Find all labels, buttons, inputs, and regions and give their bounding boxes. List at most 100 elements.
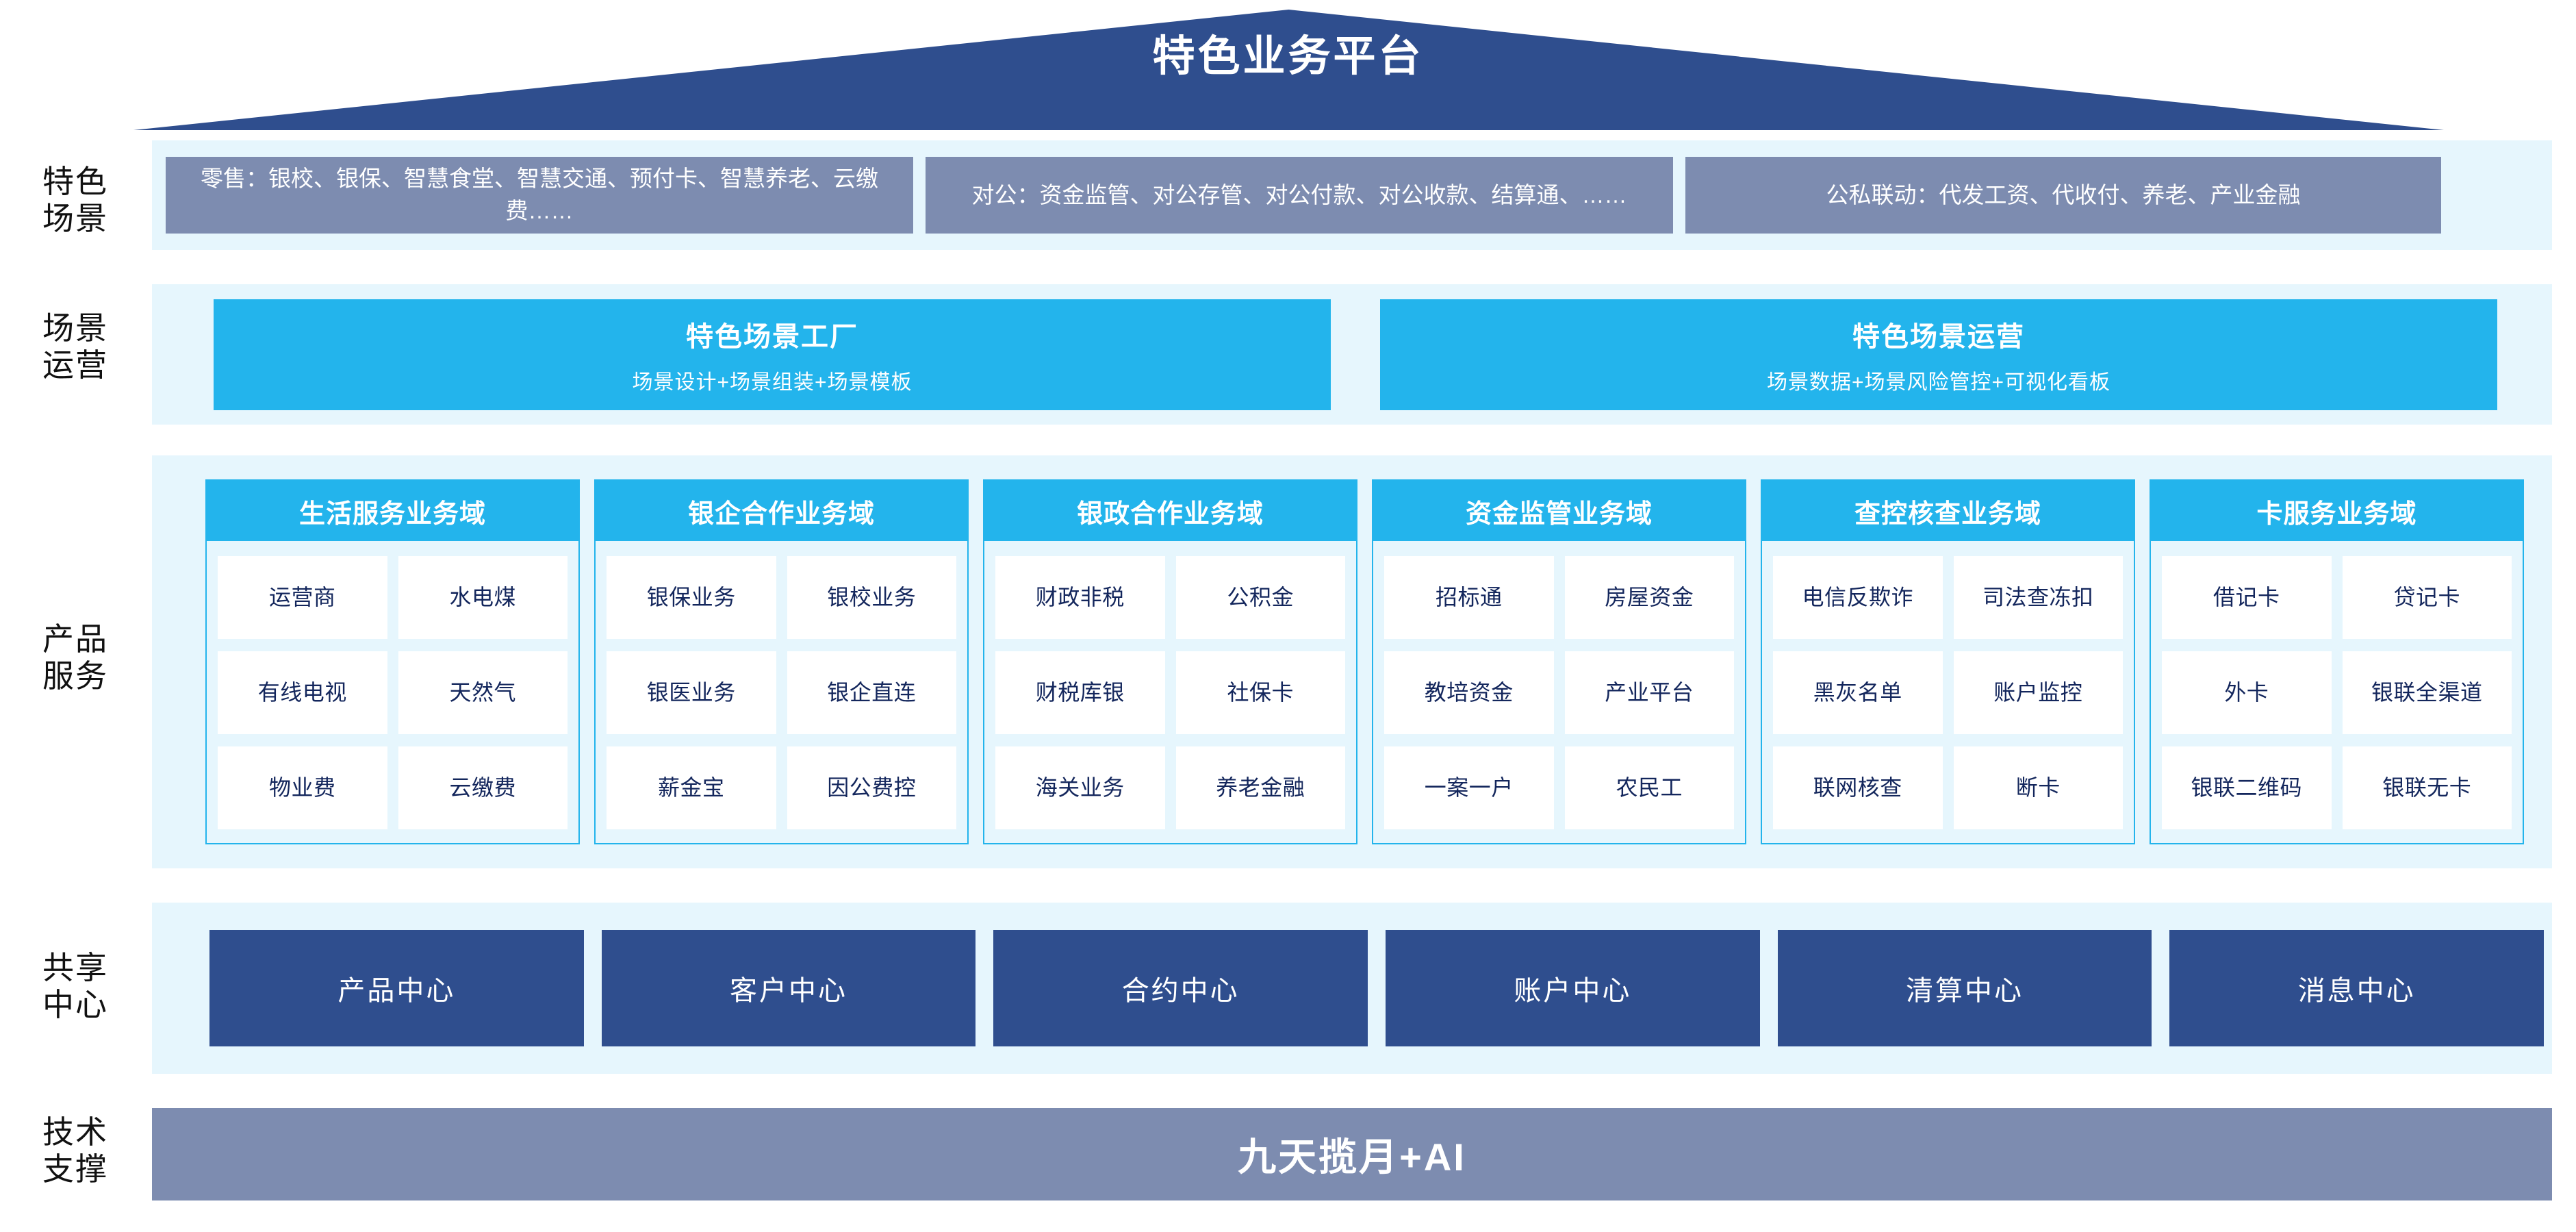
domain-body-bank-government: 财政非税 公积金 财税库银 社保卡 海关业务 养老金融 — [984, 541, 1356, 843]
domain-line: 物业费 云缴费 — [218, 746, 568, 829]
sidebar-label-scenario: 特色 场景 — [7, 163, 144, 238]
sidebar-label-scenario-line2: 场景 — [42, 201, 108, 237]
sidebar-label-product-line2: 服务 — [42, 658, 108, 694]
domain-cell[interactable]: 银保业务 — [607, 556, 776, 639]
operation-title-scene-factory: 特色场景工厂 — [686, 322, 858, 352]
domain-cell[interactable]: 财税库银 — [995, 651, 1165, 734]
sidebar-label-shared-line1: 共享 — [42, 950, 108, 985]
domain-body-life-service: 运营商 水电煤 有线电视 天然气 物业费 云缴费 — [207, 541, 578, 843]
operation-subtitle-scene-factory: 场景设计+场景组装+场景模板 — [632, 371, 913, 394]
domain-line: 运营商 水电煤 — [218, 556, 568, 639]
page-title: 特色业务平台 — [1152, 33, 1424, 80]
domain-cell[interactable]: 有线电视 — [218, 651, 387, 734]
domain-title-life-service: 生活服务业务域 — [207, 481, 578, 541]
tech-support-label: 九天揽月+AI — [1238, 1135, 1466, 1179]
domain-line: 银联二维码 银联无卡 — [2162, 746, 2512, 829]
domain-cell[interactable]: 黑灰名单 — [1773, 651, 1943, 734]
domain-cell[interactable]: 水电煤 — [398, 556, 568, 639]
shared-center-message[interactable]: 消息中心 — [2169, 930, 2545, 1046]
scenario-row: 零售：银校、银保、智慧食堂、智慧交通、预付卡、智慧养老、云缴费…… 对公：资金监… — [166, 157, 2538, 234]
shared-center-customer[interactable]: 客户中心 — [601, 930, 976, 1046]
domain-cell[interactable]: 养老金融 — [1175, 746, 1345, 829]
operation-box-scene-operation[interactable]: 特色场景运营 场景数据+场景风险管控+可视化看板 — [1380, 299, 2497, 410]
domain-card-bank-enterprise[interactable]: 银企合作业务域 银保业务 银校业务 银医业务 银企直连 薪金宝 因公费控 — [594, 479, 969, 844]
domain-cell[interactable]: 公积金 — [1175, 556, 1345, 639]
operation-row: 特色场景工厂 场景设计+场景组装+场景模板 特色场景运营 场景数据+场景风险管控… — [214, 299, 2497, 410]
domain-cell[interactable]: 联网核查 — [1773, 746, 1943, 829]
domain-title-fund-supervision: 资金监管业务域 — [1373, 481, 1745, 541]
scenario-box-corporate[interactable]: 对公：资金监管、对公存管、对公付款、对公收款、结算通、…… — [926, 157, 1673, 234]
domain-cell[interactable]: 社保卡 — [1175, 651, 1345, 734]
shared-center-account[interactable]: 账户中心 — [1386, 930, 1760, 1046]
domain-cell[interactable]: 银企直连 — [787, 651, 956, 734]
domain-cell[interactable]: 产业平台 — [1564, 651, 1734, 734]
domain-line: 招标通 房屋资金 — [1384, 556, 1734, 639]
domain-cell[interactable]: 海关业务 — [995, 746, 1165, 829]
domain-line: 财政非税 公积金 — [995, 556, 1345, 639]
domain-cell[interactable]: 司法查冻扣 — [1953, 556, 2123, 639]
domain-cell[interactable]: 天然气 — [398, 651, 568, 734]
sidebar-label-tech: 技术 支撑 — [7, 1114, 144, 1188]
domain-cell[interactable]: 银联无卡 — [2342, 746, 2512, 829]
domain-cell[interactable]: 农民工 — [1564, 746, 1734, 829]
domain-line: 联网核查 断卡 — [1773, 746, 2123, 829]
domain-card-life-service[interactable]: 生活服务业务域 运营商 水电煤 有线电视 天然气 物业费 云缴费 — [205, 479, 580, 844]
domain-line: 借记卡 贷记卡 — [2162, 556, 2512, 639]
domain-cell[interactable]: 房屋资金 — [1564, 556, 1734, 639]
domain-cell[interactable]: 因公费控 — [787, 746, 956, 829]
domain-line: 有线电视 天然气 — [218, 651, 568, 734]
platform-roof: 特色业务平台 — [0, 0, 2576, 137]
domain-cell[interactable]: 物业费 — [218, 746, 387, 829]
sidebar-label-operation: 场景 运营 — [7, 310, 144, 384]
domain-card-fund-supervision[interactable]: 资金监管业务域 招标通 房屋资金 教培资金 产业平台 一案一户 农民工 — [1372, 479, 1746, 844]
domain-cell[interactable]: 借记卡 — [2162, 556, 2332, 639]
domain-cell[interactable]: 外卡 — [2162, 651, 2332, 734]
domain-line: 财税库银 社保卡 — [995, 651, 1345, 734]
domain-line: 一案一户 农民工 — [1384, 746, 1734, 829]
domain-line: 海关业务 养老金融 — [995, 746, 1345, 829]
domain-cell[interactable]: 一案一户 — [1384, 746, 1554, 829]
shared-center-clearing[interactable]: 清算中心 — [1777, 930, 2152, 1046]
domain-line: 教培资金 产业平台 — [1384, 651, 1734, 734]
domain-title-card-service: 卡服务业务域 — [2151, 481, 2523, 541]
domain-cell[interactable]: 断卡 — [1953, 746, 2123, 829]
sidebar-label-operation-line2: 运营 — [42, 347, 108, 384]
domain-cell[interactable]: 银联全渠道 — [2342, 651, 2512, 734]
domain-body-investigation: 电信反欺诈 司法查冻扣 黑灰名单 账户监控 联网核查 断卡 — [1762, 541, 2134, 843]
domain-line: 外卡 银联全渠道 — [2162, 651, 2512, 734]
domain-card-card-service[interactable]: 卡服务业务域 借记卡 贷记卡 外卡 银联全渠道 银联二维码 银联无卡 — [2150, 479, 2524, 844]
operation-title-scene-operation: 特色场景运营 — [1852, 322, 2025, 352]
domain-row: 生活服务业务域 运营商 水电煤 有线电视 天然气 物业费 云缴费 银企合作业务域… — [205, 479, 2547, 844]
shared-center-contract[interactable]: 合约中心 — [993, 930, 1368, 1046]
domain-cell[interactable]: 教培资金 — [1384, 651, 1554, 734]
domain-cell[interactable]: 电信反欺诈 — [1773, 556, 1943, 639]
domain-card-investigation[interactable]: 查控核查业务域 电信反欺诈 司法查冻扣 黑灰名单 账户监控 联网核查 断卡 — [1761, 479, 2135, 844]
operation-subtitle-scene-operation: 场景数据+场景风险管控+可视化看板 — [1766, 371, 2111, 394]
domain-line: 银医业务 银企直连 — [607, 651, 956, 734]
domain-body-fund-supervision: 招标通 房屋资金 教培资金 产业平台 一案一户 农民工 — [1373, 541, 1745, 843]
domain-cell[interactable]: 财政非税 — [995, 556, 1165, 639]
domain-body-bank-enterprise: 银保业务 银校业务 银医业务 银企直连 薪金宝 因公费控 — [596, 541, 967, 843]
domain-line: 黑灰名单 账户监控 — [1773, 651, 2123, 734]
domain-cell[interactable]: 银校业务 — [787, 556, 956, 639]
shared-center-product[interactable]: 产品中心 — [209, 930, 584, 1046]
domain-cell[interactable]: 银联二维码 — [2162, 746, 2332, 829]
domain-cell[interactable]: 薪金宝 — [607, 746, 776, 829]
scenario-box-retail[interactable]: 零售：银校、银保、智慧食堂、智慧交通、预付卡、智慧养老、云缴费…… — [166, 157, 913, 234]
domain-cell[interactable]: 银医业务 — [607, 651, 776, 734]
operation-box-scene-factory[interactable]: 特色场景工厂 场景设计+场景组装+场景模板 — [214, 299, 1331, 410]
domain-cell[interactable]: 云缴费 — [398, 746, 568, 829]
sidebar-label-scenario-line1: 特色 — [42, 164, 108, 199]
scenario-box-public-private[interactable]: 公私联动：代发工资、代收付、养老、产业金融 — [1685, 157, 2441, 234]
sidebar-label-tech-line1: 技术 — [42, 1114, 108, 1150]
domain-card-bank-government[interactable]: 银政合作业务域 财政非税 公积金 财税库银 社保卡 海关业务 养老金融 — [983, 479, 1357, 844]
domain-title-bank-enterprise: 银企合作业务域 — [596, 481, 967, 541]
sidebar-label-shared: 共享 中心 — [7, 949, 144, 1024]
sidebar-label-product: 产品 服务 — [7, 620, 144, 695]
domain-line: 电信反欺诈 司法查冻扣 — [1773, 556, 2123, 639]
domain-cell[interactable]: 招标通 — [1384, 556, 1554, 639]
domain-cell[interactable]: 运营商 — [218, 556, 387, 639]
domain-cell[interactable]: 贷记卡 — [2342, 556, 2512, 639]
domain-title-investigation: 查控核查业务域 — [1762, 481, 2134, 541]
domain-cell[interactable]: 账户监控 — [1953, 651, 2123, 734]
